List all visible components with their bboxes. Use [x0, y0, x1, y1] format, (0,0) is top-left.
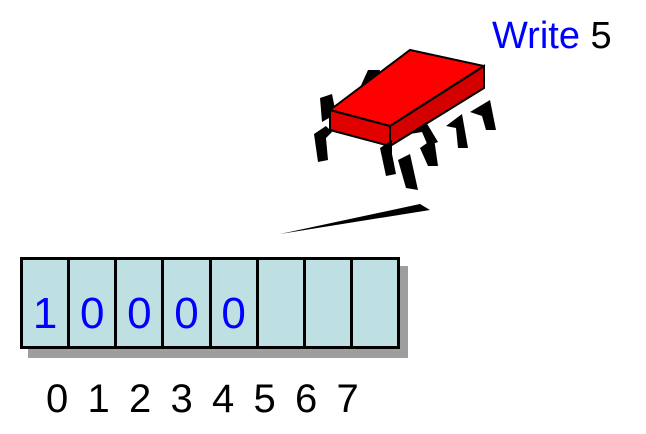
tape-cell-6	[306, 260, 353, 346]
tape-index-4: 4	[212, 377, 235, 421]
caption-verb: Write	[492, 15, 580, 57]
tape-cell-0: 1	[23, 260, 71, 346]
tape-index-3: 3	[170, 377, 193, 421]
tape-index-7: 7	[336, 377, 359, 421]
tape-index-0: 0	[46, 377, 69, 421]
tape-cell-4: 0	[212, 260, 259, 346]
write-caption: Write 5	[492, 14, 612, 58]
tape-cell-1: 0	[70, 260, 118, 346]
tape-indices: 0 1 2 3 4 5 6 7	[46, 376, 378, 422]
memory-tape: 1 0 0 0 0	[20, 257, 400, 349]
tape-index-1: 1	[87, 377, 110, 421]
tape-index-2: 2	[129, 377, 152, 421]
chip-icon	[270, 30, 510, 240]
tape-cell-7	[353, 260, 397, 346]
caption-argument: 5	[590, 15, 612, 57]
tape-index-5: 5	[253, 377, 276, 421]
tape-cell-3: 0	[164, 260, 212, 346]
tape-index-6: 6	[295, 377, 318, 421]
tape-cell-2: 0	[117, 260, 165, 346]
tape-cell-5	[259, 260, 306, 346]
